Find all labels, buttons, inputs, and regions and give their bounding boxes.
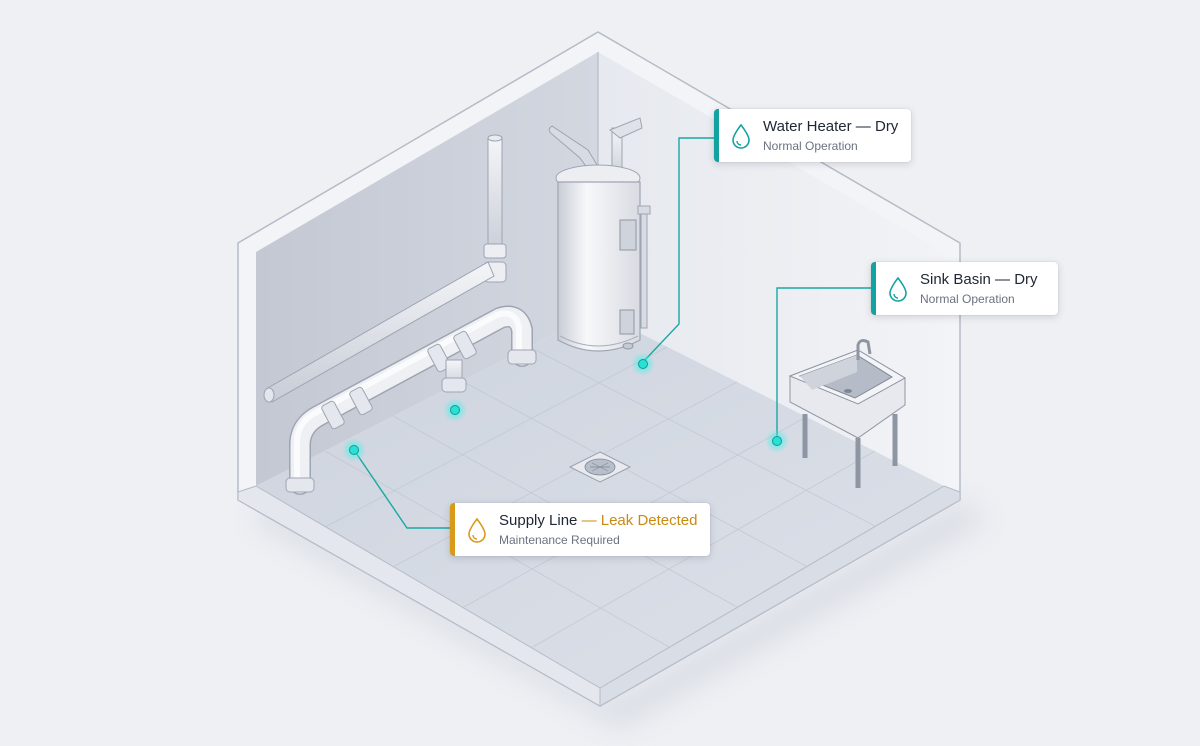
sensor-title: Supply Line — Leak Detected <box>499 512 698 529</box>
status-accent-bar <box>871 262 876 315</box>
sensor-status: Dry <box>1014 271 1038 288</box>
utility-sink <box>788 339 907 488</box>
sensor-title: Sink Basin — Dry <box>920 271 1038 288</box>
water-heater-sensor-dot <box>638 359 648 369</box>
sensor-detail: Normal Operation <box>920 292 1015 306</box>
water-heater <box>548 117 651 352</box>
sink-basin-status-card[interactable]: Sink Basin — Dry Normal Operation <box>871 262 1058 315</box>
droplet-icon <box>889 276 907 302</box>
water-heater-connector <box>642 137 716 363</box>
pipe-sensor-dot <box>450 405 460 415</box>
sensor-status: Leak Detected <box>600 512 698 529</box>
connector-lines <box>353 137 873 529</box>
supply-line-pipe <box>285 305 537 495</box>
supply-line-sensor-dot <box>349 445 359 455</box>
horizontal-pipe <box>263 261 495 403</box>
supply-line-status-card[interactable]: Supply Line — Leak Detected Maintenance … <box>450 503 710 556</box>
status-accent-bar <box>714 109 719 162</box>
sensor-detail: Normal Operation <box>763 139 858 153</box>
floor <box>256 312 944 688</box>
sensor-title: Water Heater — Dry <box>763 118 899 135</box>
sensor-status: Dry <box>874 118 899 135</box>
sensor-markers <box>342 352 789 462</box>
sink-basin-sensor-dot <box>772 436 782 446</box>
floor-drain <box>568 451 632 483</box>
status-accent-bar <box>450 503 455 556</box>
sensor-detail: Maintenance Required <box>499 533 620 547</box>
supply-line-connector <box>353 449 452 529</box>
droplet-icon <box>468 517 486 543</box>
sink-basin-connector <box>776 287 873 440</box>
water-heater-status-card[interactable]: Water Heater — Dry Normal Operation <box>714 109 911 162</box>
vertical-pipe <box>483 134 507 283</box>
left-wall <box>256 52 598 486</box>
droplet-icon <box>732 123 750 149</box>
